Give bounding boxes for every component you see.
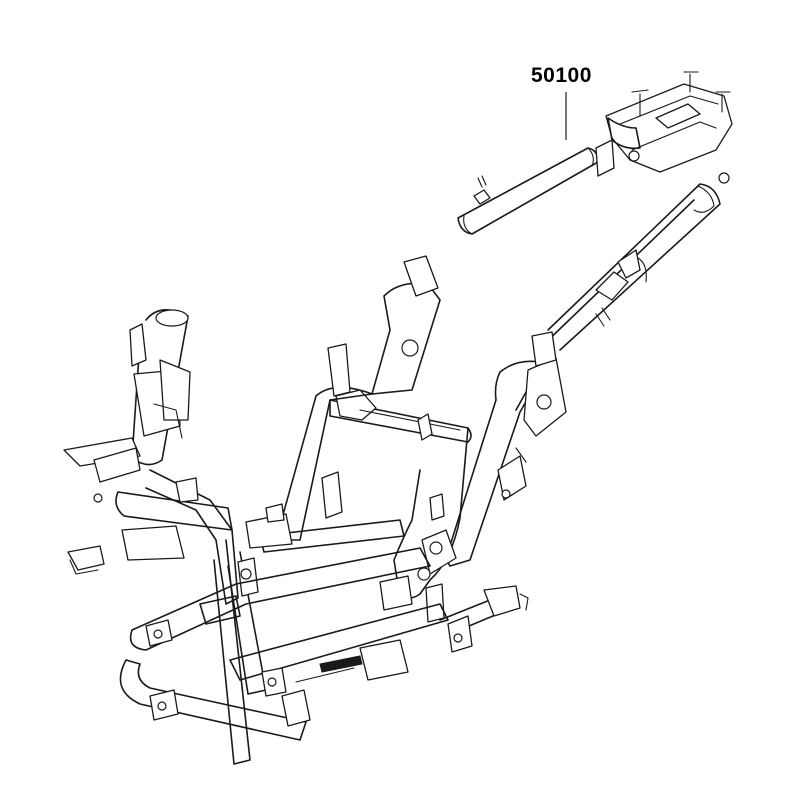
rear-upper-tube [457,139,615,235]
center-left-down-tube [275,255,441,541]
left-front-structure [93,469,267,765]
lower-frame-rails [129,503,449,683]
lower-left-loop [119,595,311,741]
part-number-callout-50100: 50100 [531,64,592,87]
rear-bracket-assembly [605,71,733,184]
right-main-rail [539,183,721,351]
lower-right-mount [439,585,529,653]
left-clip-bracket [67,545,105,575]
center-cross-member [329,389,472,443]
right-down-tube [446,331,567,567]
steering-head [63,309,191,483]
